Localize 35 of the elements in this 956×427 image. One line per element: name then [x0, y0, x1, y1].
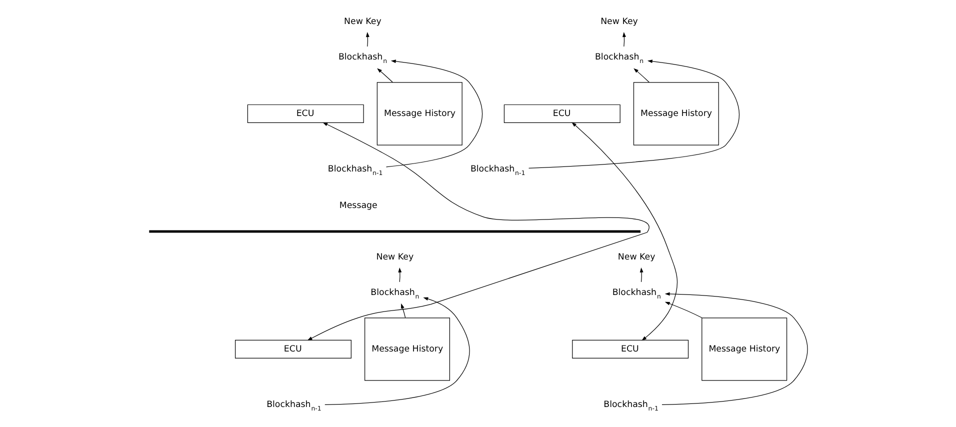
node-box: Message History	[376, 82, 462, 146]
node-box: Message History	[701, 318, 787, 381]
arrow	[639, 267, 643, 282]
node-box: ECU	[234, 340, 351, 358]
node-text: Blockhash$_{n-1}$	[266, 400, 321, 412]
node-text: Blockhash$_{n}$	[338, 52, 387, 65]
arrow	[633, 68, 649, 83]
node-text: Blockhash$_{n-1}$	[327, 164, 382, 177]
arrow	[324, 297, 470, 405]
arrow	[661, 292, 808, 405]
node-text: New Key	[617, 252, 655, 262]
node-text: New Key	[376, 252, 414, 262]
arrow	[306, 122, 649, 341]
node-text: Blockhash$_{n-1}$	[470, 164, 525, 177]
node-box: ECU	[572, 340, 688, 358]
arrow	[528, 60, 740, 168]
node-text: New Key	[344, 17, 381, 28]
node-box: ECU	[503, 104, 620, 124]
node-box: Message History	[632, 82, 718, 146]
arrow	[400, 303, 406, 318]
arrow	[365, 32, 369, 47]
node-box: ECU	[246, 104, 364, 124]
arrow	[571, 122, 678, 341]
label: Message	[338, 201, 377, 212]
arrow	[385, 60, 482, 168]
arrow	[398, 267, 402, 282]
node-text: Blockhash$_{n-1}$	[603, 400, 658, 412]
node-text: Blockhash$_{n}$	[370, 288, 419, 300]
node-text: Blockhash$_{n}$	[594, 52, 644, 65]
node-text: New Key	[600, 17, 638, 28]
node-text: Blockhash$_{n}$	[612, 288, 660, 300]
arrow	[376, 68, 392, 83]
arrow	[664, 302, 702, 318]
arrow	[622, 32, 626, 47]
node-box: Message History	[364, 318, 450, 381]
